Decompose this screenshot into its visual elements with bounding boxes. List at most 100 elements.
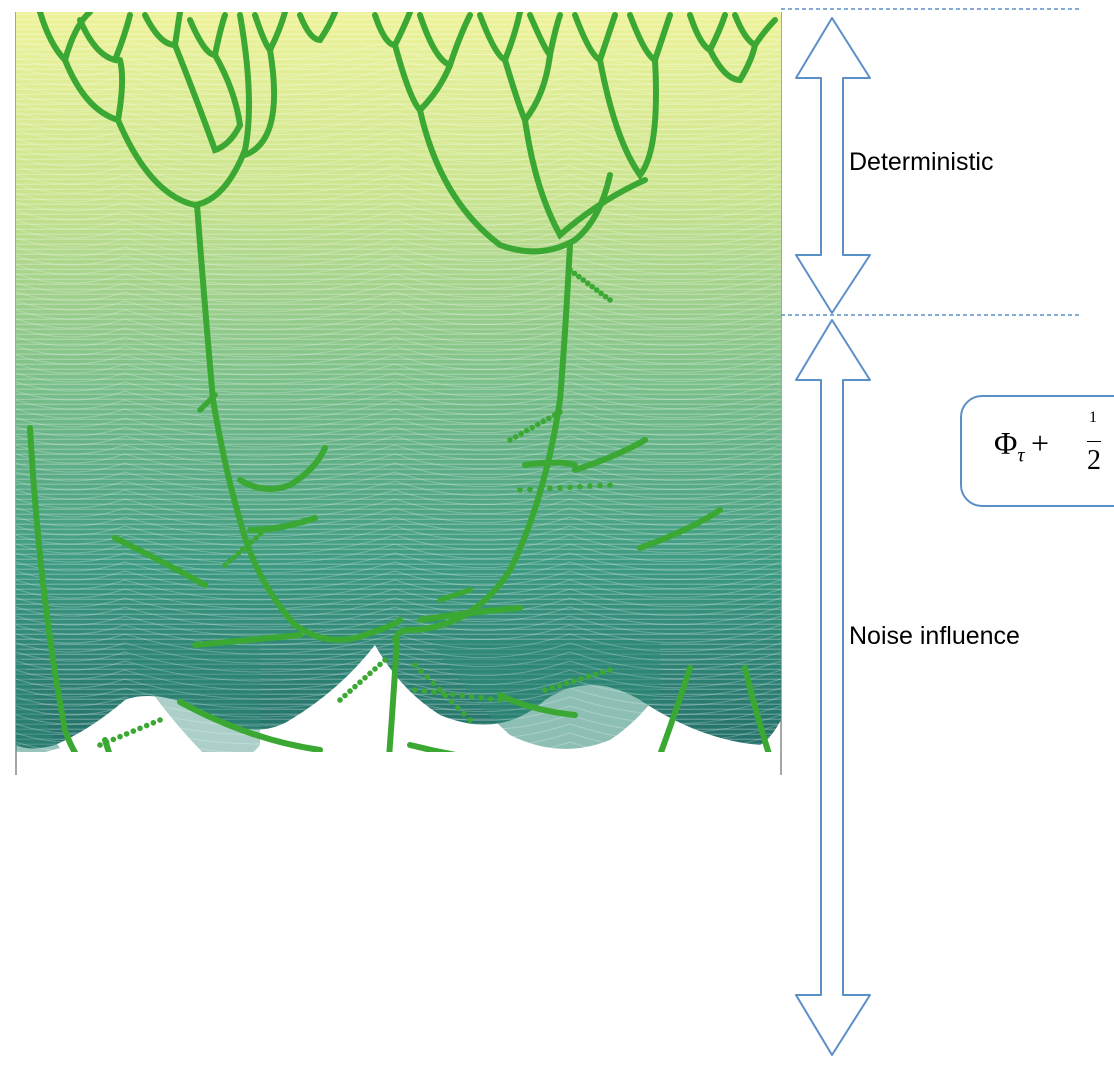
trajectory-dot: [478, 695, 484, 701]
trajectory-dot: [377, 662, 383, 668]
trajectory-dot: [347, 688, 353, 694]
trajectory-dot: [262, 527, 268, 533]
trajectory-dot: [467, 587, 473, 593]
noise-influence-label: Noise influence: [849, 622, 1020, 651]
equation-subscript: τ: [1017, 444, 1024, 466]
trajectory-dot: [497, 697, 503, 703]
trajectory-dot: [244, 543, 250, 549]
trajectory-dot: [124, 731, 130, 737]
branch-curve: [575, 775, 670, 780]
trajectory-dot: [144, 723, 150, 729]
trajectory-dot: [131, 728, 137, 734]
trajectory-dot: [524, 428, 530, 434]
trajectory-dot: [587, 483, 593, 489]
equation-operator: +: [1031, 425, 1049, 461]
trajectory-dot: [549, 685, 555, 691]
branch-curve: [195, 780, 240, 865]
trajectory-dot: [253, 535, 259, 541]
branch-curve: [16, 890, 55, 980]
trajectory-dot: [542, 687, 548, 693]
trajectory-dot: [546, 415, 552, 421]
trajectory-dot: [431, 681, 437, 687]
trajectory-dot: [578, 676, 584, 682]
trajectory-dot: [240, 547, 246, 553]
trajectory-dot: [603, 294, 609, 300]
trajectory-dot: [431, 689, 437, 695]
trajectory-dot: [518, 431, 524, 437]
trajectory-dot: [151, 720, 157, 726]
trajectory-dot: [137, 726, 143, 732]
trajectory-dot: [607, 667, 613, 673]
trajectory-dot: [576, 274, 582, 280]
trajectory-dot: [412, 662, 418, 668]
branch-curve: [180, 862, 250, 875]
trajectory-dot: [212, 392, 218, 398]
trajectory-dot: [537, 486, 543, 492]
trajectory-dot: [535, 422, 541, 428]
trajectory-dot: [507, 437, 513, 443]
trajectory-dot: [372, 666, 378, 672]
trajectory-dot: [598, 291, 604, 297]
trajectory-dot: [357, 679, 363, 685]
trajectory-dot: [571, 678, 577, 684]
trajectory-dot: [443, 693, 449, 699]
equation-fraction-fragment: 1 2: [1087, 409, 1101, 495]
trajectory-dot: [455, 705, 461, 711]
trajectory-dot: [593, 672, 599, 678]
trajectory-dot: [382, 657, 388, 663]
trajectory-dot: [258, 531, 264, 537]
equation-box: Φτ + 1 2: [960, 395, 1114, 507]
trajectory-dot: [541, 419, 547, 425]
trajectory-dot: [547, 486, 553, 492]
trajectory-dot: [581, 277, 587, 283]
trajectory-dot: [607, 482, 613, 488]
trajectory-dot: [552, 412, 558, 418]
trajectory-dot: [589, 284, 595, 290]
trajectory-dot: [424, 674, 430, 680]
trajectory-dot: [577, 484, 583, 490]
trajectory-dot: [367, 671, 373, 677]
trajectory-dot: [342, 693, 348, 699]
branch-curve: [105, 740, 125, 865]
trajectory-dot: [529, 425, 535, 431]
trajectory-dot: [418, 668, 424, 674]
deterministic-label: Deterministic: [849, 148, 993, 177]
trajectory-dot: [467, 717, 473, 723]
trajectory-dot: [488, 696, 494, 702]
trajectory-dot: [594, 287, 600, 293]
trajectory-dot: [236, 551, 242, 557]
trajectory-dot: [459, 693, 465, 699]
branch-curve: [16, 805, 110, 813]
trajectory-dot: [362, 675, 368, 681]
trajectory-dot: [111, 737, 117, 743]
trajectory-dot: [337, 697, 343, 703]
trajectory-dot: [557, 683, 563, 689]
trajectory-dot: [567, 267, 573, 273]
trajectory-dot: [437, 687, 443, 693]
equation-expression: Φτ +: [994, 425, 1049, 467]
trajectory-dot: [513, 434, 519, 440]
branch-curve: [525, 463, 575, 466]
trajectory-dot: [517, 487, 523, 493]
trajectory-dot: [412, 687, 418, 693]
trajectory-dot: [104, 739, 110, 745]
branch-curve: [270, 770, 365, 775]
trajectory-dot: [597, 483, 603, 489]
equation-phi: Φ: [994, 425, 1017, 461]
level-line: [16, 751, 781, 771]
trajectory-dot: [231, 554, 237, 560]
trajectory-dot: [600, 669, 606, 675]
noise-double-arrow-icon: [796, 320, 870, 1055]
trajectory-dot: [585, 281, 591, 287]
trajectory-dot: [352, 684, 358, 690]
trajectory-dot: [117, 734, 123, 740]
trajectory-dot: [249, 539, 255, 545]
trajectory-dot: [450, 692, 456, 698]
trajectory-dot: [564, 681, 570, 687]
branch-curve: [550, 875, 640, 985]
trajectory-dot: [557, 409, 563, 415]
branch-curve: [755, 810, 781, 840]
trajectory-dot: [422, 688, 428, 694]
branch-curve: [410, 745, 530, 765]
trajectory-dot: [607, 297, 613, 303]
